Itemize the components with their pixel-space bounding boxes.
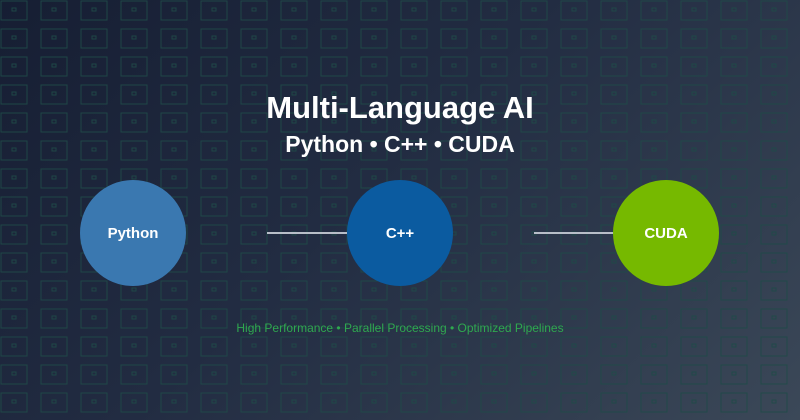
page-subtitle: Python • C++ • CUDA	[285, 131, 515, 157]
cuda-label: CUDA	[644, 224, 688, 242]
python-node: Python	[80, 180, 186, 286]
page-title: Multi-Language AI	[266, 90, 534, 125]
python-label: Python	[107, 224, 159, 242]
footer-tagline: High Performance • Parallel Processing •…	[236, 321, 564, 335]
connector-cpp-cuda	[534, 232, 614, 234]
cuda-node: CUDA	[613, 180, 719, 286]
connector-python-cpp	[267, 232, 347, 234]
cpp-label: C++	[385, 224, 415, 242]
cpp-node: C++	[347, 180, 453, 286]
